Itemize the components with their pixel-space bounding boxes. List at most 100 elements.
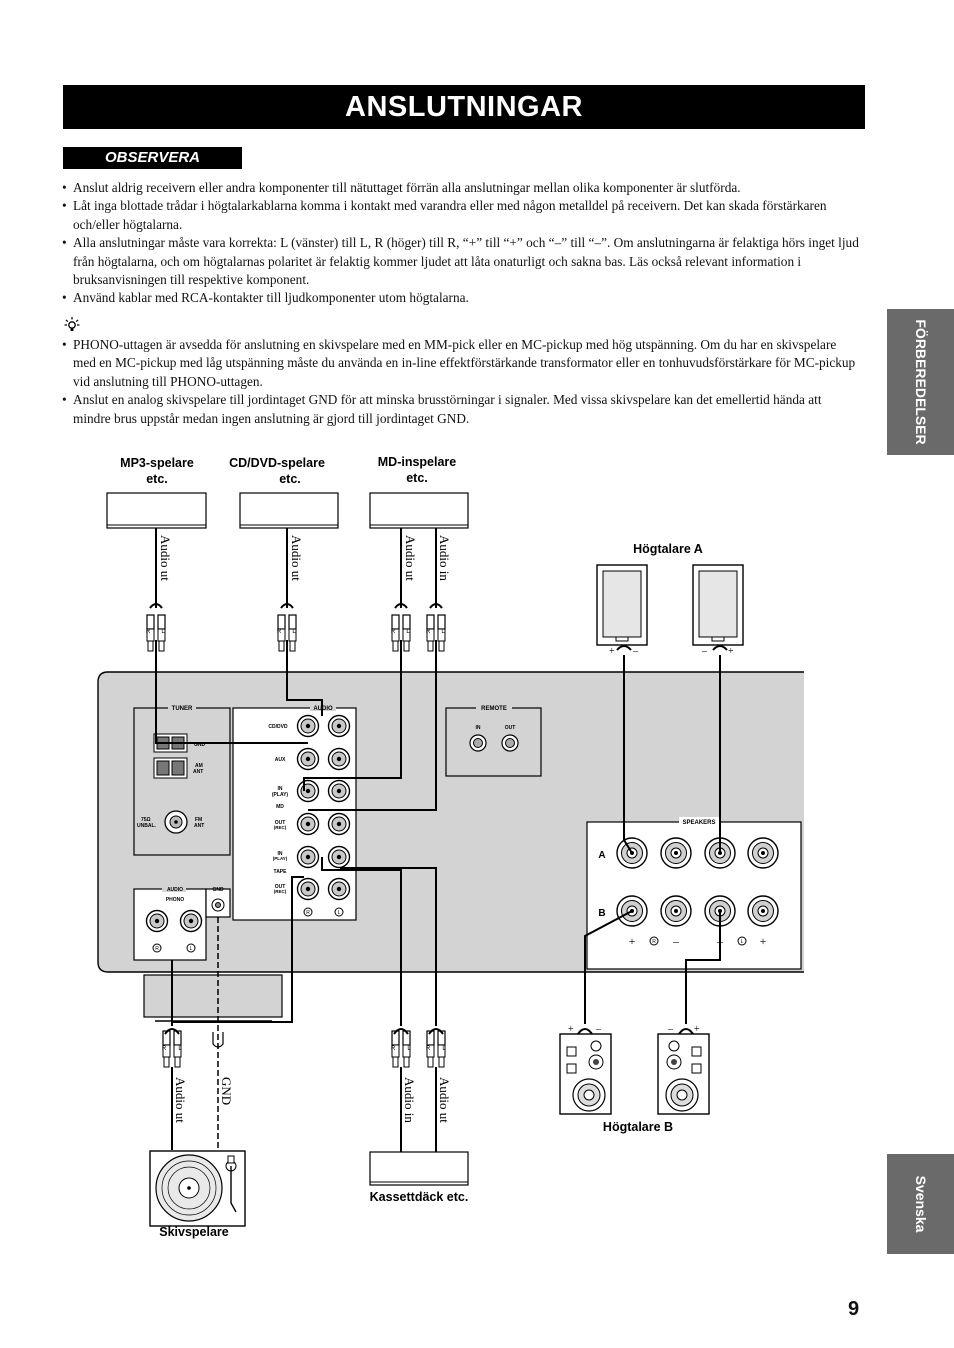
remote-label: REMOTE — [481, 706, 507, 712]
language-tab: Svenska — [887, 1154, 954, 1254]
list-item: Anslut en analog skivspelare till jordin… — [62, 391, 860, 428]
svg-text:MD: MD — [276, 804, 284, 810]
svg-text:–: – — [701, 646, 708, 657]
aux-jack-l — [327, 747, 351, 771]
svg-text:B: B — [598, 908, 605, 919]
svg-text:Högtalare A: Högtalare A — [633, 542, 703, 556]
svg-text:CD/DVD: CD/DVD — [268, 724, 288, 730]
cd-dvd-player: CD/DVD-spelare etc. Audio ut R L — [229, 456, 339, 652]
speaker-b-l-plus — [747, 895, 779, 927]
svg-text:L: L — [741, 939, 744, 945]
svg-text:Audio ut: Audio ut — [158, 535, 173, 581]
svg-text:Audio in: Audio in — [437, 535, 452, 581]
svg-text:OUT: OUT — [275, 820, 286, 826]
md-out-jack-l — [327, 812, 351, 836]
svg-text:etc.: etc. — [279, 472, 301, 486]
phono-label: PHONO — [166, 897, 184, 903]
list-item: Använd kablar med RCA-kontakter till lju… — [62, 289, 860, 308]
svg-text:+: + — [728, 646, 734, 657]
lightbulb-icon — [64, 317, 80, 331]
svg-text:–: – — [667, 1024, 674, 1035]
cassette-deck: R L R L Audio in Audio ut Kassettdäck et… — [369, 1028, 469, 1204]
svg-text:75Ω: 75Ω — [141, 817, 151, 823]
svg-text:etc.: etc. — [146, 472, 168, 486]
svg-text:CD/DVD-spelare: CD/DVD-spelare — [229, 456, 325, 470]
tuner-gnd-label: GND — [194, 742, 206, 748]
svg-text:R: R — [162, 1046, 167, 1052]
cables — [155, 640, 721, 1026]
svg-text:(PLAY): (PLAY) — [273, 856, 288, 861]
svg-text:Audio ut: Audio ut — [403, 535, 418, 581]
page-title: ANSLUTNINGAR — [63, 85, 865, 129]
svg-text:IN: IN — [278, 786, 283, 792]
svg-text:L: L — [407, 1046, 411, 1052]
svg-text:L: L — [406, 629, 410, 635]
speaker-terminals: SPEAKERS A B + R – – L + — [586, 817, 802, 970]
svg-text:L: L — [190, 946, 193, 952]
md-in-jack-l — [327, 779, 351, 803]
svg-text:OUT: OUT — [505, 725, 516, 731]
list-item: Låt inga blottade trådar i högtalarkabla… — [62, 197, 860, 234]
md-in-jack-r — [296, 779, 320, 803]
phono-jack-r — [145, 909, 169, 933]
svg-text:+: + — [760, 934, 767, 948]
list-item: Alla anslutningar måste vara korrekta: L… — [62, 234, 860, 289]
tuner-label: TUNER — [172, 706, 193, 712]
svg-text:MD-inspelare: MD-inspelare — [378, 455, 457, 469]
speakers-label: SPEAKERS — [682, 820, 715, 826]
speakers-a: Högtalare A + – – + — [596, 542, 744, 657]
aux-jack-r — [296, 747, 320, 771]
audio-label: AUDIO — [313, 706, 333, 712]
svg-text:–: – — [595, 1024, 602, 1035]
svg-text:R: R — [306, 910, 310, 916]
phono-audio-label: AUDIO — [167, 887, 183, 893]
tape-out-jack-l — [327, 877, 351, 901]
svg-text:R: R — [155, 946, 159, 952]
svg-text:L: L — [442, 1046, 446, 1052]
cd-jack-l — [327, 714, 351, 738]
svg-text:MP3-spelare: MP3-spelare — [120, 456, 194, 470]
svg-text:L: L — [161, 629, 165, 635]
list-item: PHONO-uttagen är avsedda för anslutning … — [62, 336, 860, 391]
svg-text:+: + — [568, 1024, 574, 1035]
md-out-jack-r — [296, 812, 320, 836]
tips-list: PHONO-uttagen är avsedda för anslutning … — [62, 336, 860, 428]
speaker-b-r-minus — [660, 895, 692, 927]
svg-text:ANT: ANT — [193, 769, 203, 775]
mp3-player: MP3-spelare etc. Audio ut R L — [106, 456, 207, 652]
fm-ant-label: FM — [195, 817, 202, 823]
svg-text:IN: IN — [476, 725, 481, 731]
svg-text:R: R — [426, 629, 431, 635]
svg-text:Kassettdäck etc.: Kassettdäck etc. — [370, 1190, 469, 1204]
cd-jack-r — [296, 714, 320, 738]
svg-text:GND: GND — [219, 1077, 234, 1105]
svg-text:+: + — [694, 1024, 700, 1035]
svg-text:R: R — [277, 629, 282, 635]
svg-text:(REC): (REC) — [274, 825, 287, 830]
speakers-b: + – – + Högtalare B — [559, 1024, 710, 1134]
svg-text:TAPE: TAPE — [274, 869, 288, 875]
section-tab: FÖRBEREDELSER — [887, 309, 954, 455]
svg-text:AUX: AUX — [275, 757, 286, 763]
svg-text:–: – — [632, 646, 639, 657]
svg-text:+: + — [609, 646, 615, 657]
svg-text:OUT: OUT — [275, 884, 286, 890]
observera-heading: OBSERVERA — [63, 147, 242, 169]
svg-text:A: A — [598, 850, 605, 861]
svg-text:R: R — [146, 629, 151, 635]
svg-text:R: R — [426, 1046, 431, 1052]
phono-section: AUDIO PHONO R L GND — [133, 884, 231, 961]
svg-text:L: L — [441, 629, 445, 635]
page-number: 9 — [848, 1298, 860, 1320]
svg-text:R: R — [391, 629, 396, 635]
svg-text:Audio in: Audio in — [402, 1077, 417, 1123]
svg-text:Audio ut: Audio ut — [173, 1077, 188, 1123]
svg-text:Audio ut: Audio ut — [289, 535, 304, 581]
svg-text:Högtalare B: Högtalare B — [603, 1120, 673, 1134]
svg-text:–: – — [672, 934, 680, 948]
svg-text:L: L — [338, 910, 341, 916]
receiver-foot — [143, 974, 283, 1018]
md-recorder: MD-inspelare etc. Audio ut Audio in R L … — [369, 455, 469, 652]
observera-list: Anslut aldrig receivern eller andra komp… — [62, 179, 860, 308]
